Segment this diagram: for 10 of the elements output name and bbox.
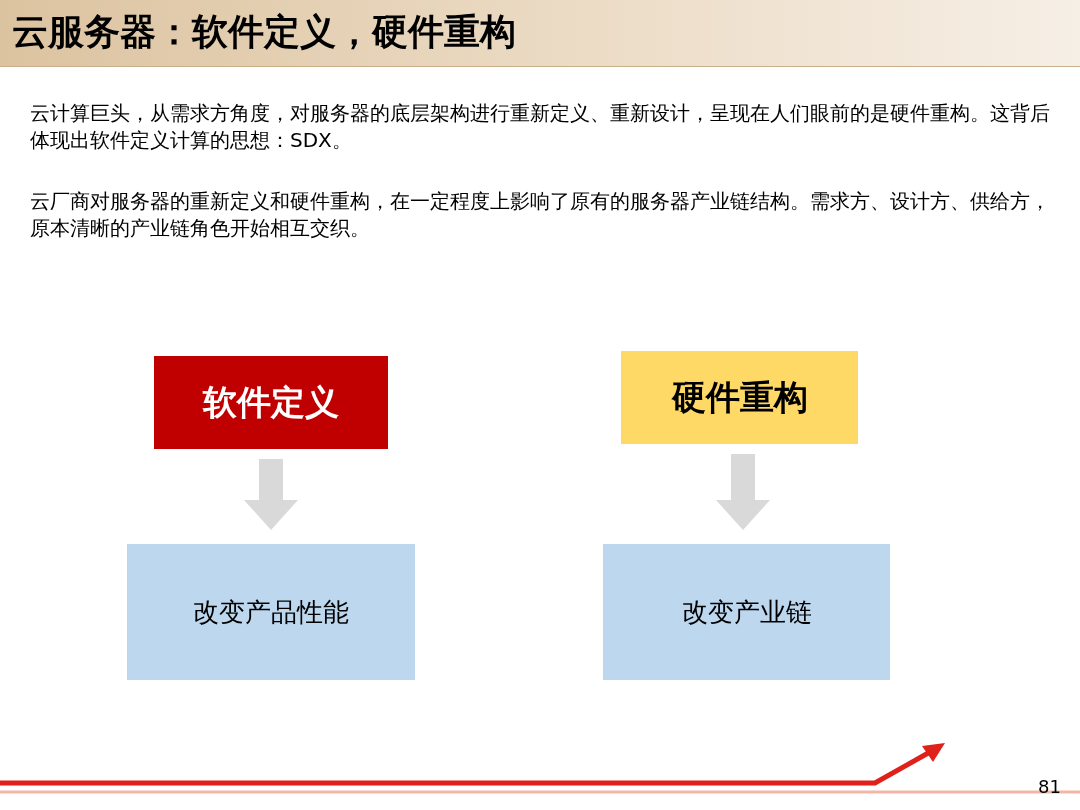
heading-box: 硬件重构 [621,351,858,444]
slide-title: 云服务器：软件定义，硬件重构 [12,10,516,54]
body-paragraph: 云计算巨头，从需求方角度，对服务器的底层架构进行重新定义、重新设计，呈现在人们眼前的是硬件重构。这背后体现出软件定义计算的思想：SDX。 [30,100,1050,154]
result-box: 改变产品性能 [127,544,415,680]
page-number: 81 [1038,776,1061,797]
block-arrow [716,454,770,530]
heading-box: 软件定义 [154,356,388,449]
body-paragraph: 云厂商对服务器的重新定义和硬件重构，在一定程度上影响了原有的服务器产业链结构。需求方、设计方、供给方，原本清晰的产业链角色开始相互交织。 [30,188,1050,242]
result-box: 改变产业链 [603,544,890,680]
block-arrow [244,459,298,530]
